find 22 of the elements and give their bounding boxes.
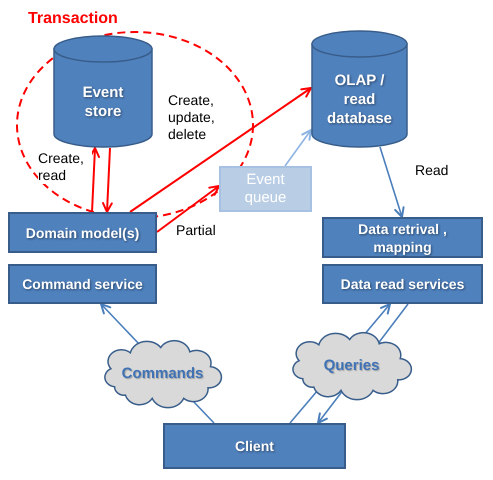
edge-label: Create, update, delete: [168, 92, 216, 143]
group-title: Transaction: [28, 9, 118, 29]
process-box: Data read services: [322, 264, 483, 304]
process-box: Data retrival , mapping: [322, 217, 483, 258]
arrow: [156, 185, 220, 233]
process-box: Command service: [8, 264, 157, 304]
edge-label: Read: [415, 162, 450, 179]
database-label: Event store: [82, 82, 124, 120]
arrow: [89, 147, 100, 212]
arrow: [284, 129, 312, 166]
arrow: [102, 148, 113, 213]
arrow: [129, 87, 312, 213]
database-label: OLAP / read database: [326, 70, 394, 128]
edge-label: Partial: [176, 222, 217, 239]
process-box: Domain model(s): [8, 212, 157, 253]
arrow: [379, 146, 405, 218]
process-box: Client: [163, 423, 346, 469]
cloud-label: Commands: [122, 365, 204, 383]
arrow: [100, 303, 141, 346]
edge-label: Create, read: [38, 150, 92, 184]
queue-box: Event queue: [219, 166, 312, 212]
cloud-label: Queries: [324, 357, 380, 375]
